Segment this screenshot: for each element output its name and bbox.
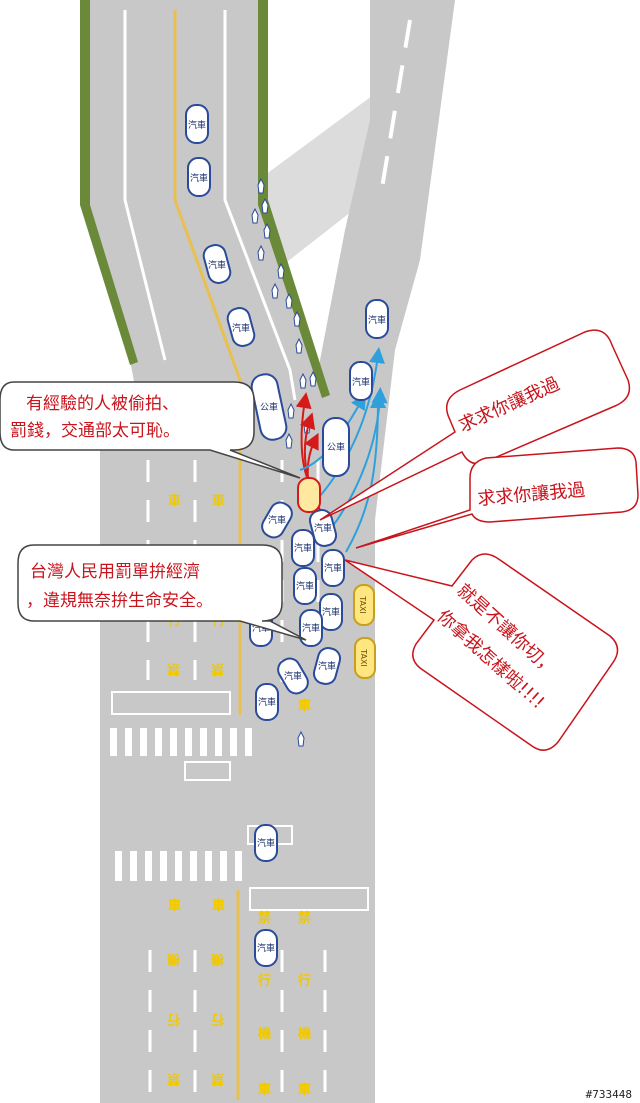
marking-motor: 機	[211, 951, 224, 967]
crosswalk-lower	[115, 851, 242, 881]
marking-no: 禁	[258, 910, 271, 926]
marking-car: 車	[298, 698, 311, 714]
svg-text:汽車: 汽車	[352, 376, 370, 388]
marking-motor: 機	[298, 1026, 311, 1042]
taxi	[354, 637, 376, 679]
callout-refuse: 就是不讓你切， 你拿我怎樣啦!!!!	[344, 553, 619, 751]
car	[293, 567, 317, 605]
car	[261, 501, 293, 539]
right-ramp	[300, 0, 455, 520]
svg-text:公車: 公車	[327, 441, 345, 453]
car	[349, 361, 373, 401]
medians	[80, 0, 330, 398]
watermark-id: #733448	[586, 1088, 632, 1101]
svg-text:汽車: 汽車	[302, 622, 320, 634]
car	[319, 593, 343, 631]
svg-text:TAXI: TAXI	[358, 595, 367, 614]
callout-economy-line2: ，違規無奈拚生命安全。	[26, 591, 213, 611]
scooter-icon	[299, 372, 307, 389]
svg-text:汽車: 汽車	[368, 314, 386, 326]
vehicles	[185, 104, 389, 967]
car	[365, 299, 389, 339]
scooter-icon	[257, 244, 265, 261]
car	[254, 824, 278, 862]
car	[308, 509, 338, 547]
car	[321, 549, 345, 587]
bus	[322, 417, 350, 477]
car	[187, 157, 211, 197]
car	[277, 657, 309, 695]
scooter-icon	[251, 207, 259, 224]
scooter-icon	[285, 292, 293, 309]
car	[185, 104, 209, 144]
callout-plea-2: 求求你讓我過	[355, 447, 639, 549]
svg-text:汽車: 汽車	[257, 942, 275, 954]
marking-motor: 機	[258, 1026, 271, 1042]
marking-no: 禁	[211, 661, 224, 677]
marking-car: 車	[168, 898, 181, 914]
car	[312, 647, 342, 685]
scooter-icon	[297, 730, 305, 747]
marking-car: 車	[168, 493, 181, 509]
car	[226, 307, 256, 347]
scooter-icon	[257, 177, 265, 194]
marking-no: 禁	[167, 661, 180, 677]
car	[299, 609, 323, 647]
scooter-icon	[287, 402, 295, 419]
svg-text:汽車: 汽車	[257, 837, 275, 849]
marking-no: 禁	[298, 910, 311, 926]
svg-text:TAXI: TAXI	[359, 648, 368, 667]
callout-veteran: 有經驗的人被偷拍、 罰錢，交通部太可恥。	[0, 381, 301, 479]
svg-text:汽車: 汽車	[296, 580, 314, 592]
marking-car: 車	[212, 898, 225, 914]
car	[255, 683, 279, 721]
left-median	[80, 0, 138, 365]
scooter-icon	[263, 222, 271, 239]
highlight-car	[297, 477, 321, 513]
callout-economy: 台灣人民用罰單拚經濟 ，違規無奈拚生命安全。	[17, 544, 307, 641]
svg-text:汽車: 汽車	[268, 514, 286, 526]
scooter-icon	[271, 282, 279, 299]
marking-go: 行	[211, 1011, 225, 1027]
marking-no: 禁	[211, 1071, 224, 1087]
scooter-icon	[277, 262, 285, 279]
car	[202, 244, 232, 284]
svg-text:汽車: 汽車	[294, 542, 312, 554]
callout-veteran-line2: 罰錢，交通部太可恥。	[10, 421, 180, 441]
svg-text:汽車: 汽車	[208, 259, 226, 271]
marking-car: 車	[258, 1082, 271, 1098]
svg-text:汽車: 汽車	[324, 562, 342, 574]
svg-text:汽車: 汽車	[258, 696, 276, 708]
svg-text:汽車: 汽車	[284, 670, 302, 682]
car	[254, 929, 278, 967]
svg-text:汽車: 汽車	[190, 172, 208, 184]
scooter-icon	[295, 337, 303, 354]
taxi	[353, 584, 375, 626]
scooter-icon	[293, 310, 301, 327]
callout-plea-1: 求求你讓我過	[319, 329, 631, 521]
car	[291, 529, 315, 567]
svg-text:汽車: 汽車	[318, 660, 336, 672]
scooter-icon	[285, 432, 293, 449]
svg-text:公車: 公車	[260, 401, 278, 413]
marking-car: 車	[212, 493, 225, 509]
right-median	[258, 0, 330, 398]
svg-text:汽車: 汽車	[322, 606, 340, 618]
scooter-icon	[261, 197, 269, 214]
bus	[250, 373, 288, 441]
svg-text:汽車: 汽車	[314, 522, 332, 534]
marking-go: 行	[257, 973, 271, 989]
svg-text:汽車: 汽車	[232, 322, 250, 334]
scooter-icon	[309, 370, 317, 387]
marking-no: 禁	[167, 1071, 180, 1087]
callout-veteran-line1: 有經驗的人被偷拍、	[26, 394, 179, 414]
marking-motor: 機	[167, 951, 180, 967]
marking-car: 車	[298, 1082, 311, 1098]
svg-text:汽車: 汽車	[188, 119, 206, 131]
marking-go: 行	[297, 973, 311, 989]
crosswalk-upper	[110, 728, 252, 756]
callout-economy-line1: 台灣人民用罰單拚經濟	[30, 562, 200, 582]
marking-go: 行	[167, 1011, 181, 1027]
